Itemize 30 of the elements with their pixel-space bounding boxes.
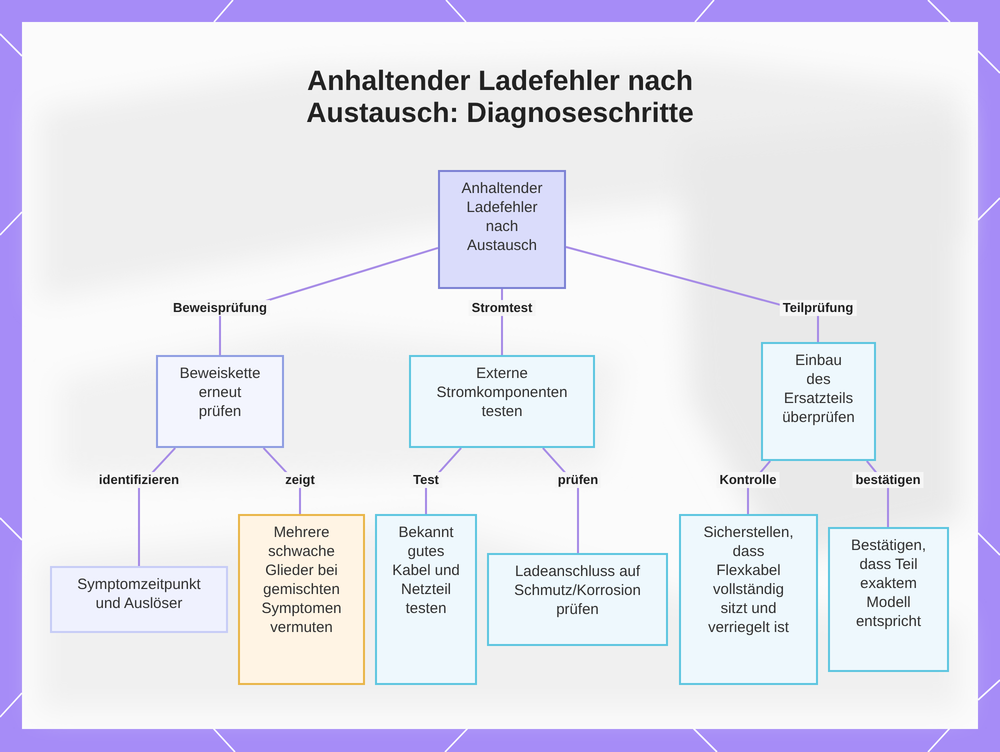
topic-box	[438, 170, 566, 289]
edge-label: zeigt	[282, 472, 318, 488]
process-box	[679, 514, 818, 685]
edge-label: bestätigen	[852, 472, 924, 488]
process-box	[761, 342, 876, 461]
process-box	[828, 527, 949, 672]
process-box	[375, 514, 477, 685]
edge-label: Teilprüfung	[780, 300, 856, 316]
node-text: Externe Stromkomponenten testen	[436, 364, 568, 421]
process-box	[50, 566, 228, 633]
process-box	[238, 514, 365, 685]
node-text: Sicherstellen, dass Flexkabel vollständig sitzt und verriegelt ist	[702, 523, 795, 637]
process-box	[156, 355, 284, 448]
node-text: Ladeanschluss auf Schmutz/Korrosion prüfen	[513, 562, 642, 619]
node-text: Anhaltender Ladefehler nach Austausch	[460, 179, 544, 255]
node-text: Bestätigen, dass Teil exaktem Modell entspricht	[850, 536, 928, 631]
edge-label: prüfen	[554, 472, 602, 488]
node-text: Symptomzeitpunkt und Auslöser	[76, 575, 202, 613]
node-text: Bekannt gutes Kabel und Netzteil testen	[391, 523, 461, 618]
edge-label: Kontrolle	[716, 472, 780, 488]
edge-label: identifizieren	[96, 472, 182, 488]
diagram-title: Anhaltender Ladefehler nach Austausch: Diagnoseschritte	[305, 65, 695, 129]
edge-label: Beweisprüfung	[170, 300, 270, 316]
process-box	[487, 553, 668, 646]
node-text: Einbau des Ersatzteils überprüfen	[782, 351, 856, 427]
edge-label: Stromtest	[468, 300, 536, 316]
edge-label: Test	[410, 472, 442, 488]
node-text: Mehrere schwache Glieder bei gemischten Symptomen vermuten	[260, 523, 343, 637]
process-box	[409, 355, 595, 448]
node-text: Beweiskette erneut prüfen	[178, 364, 262, 421]
